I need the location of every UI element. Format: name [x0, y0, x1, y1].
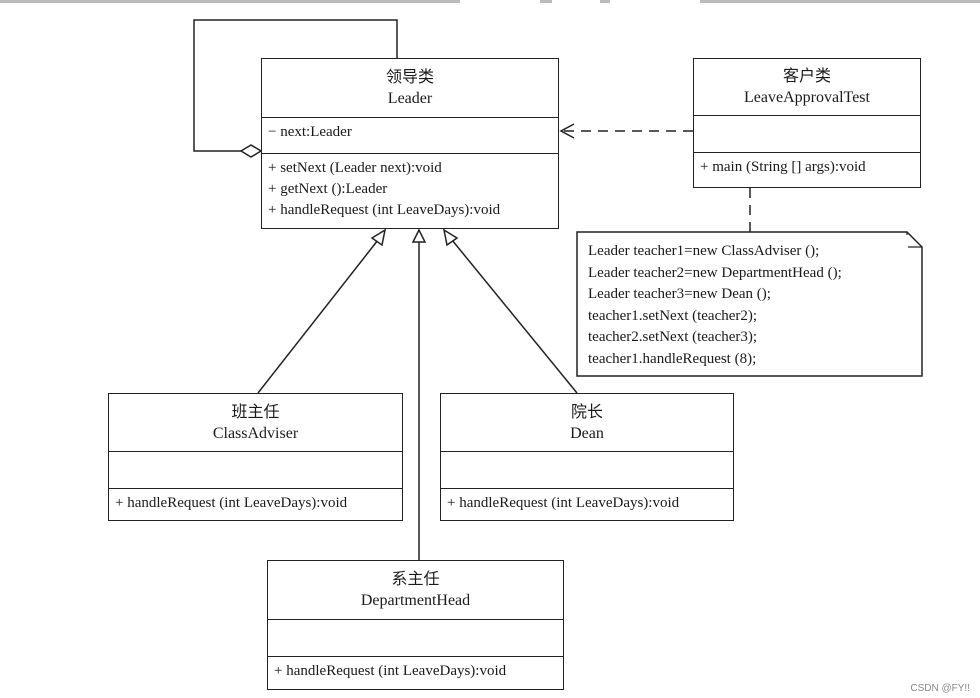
class-leader-name-cn: 领导类: [385, 69, 434, 86]
class-departmenthead-name-cn: 系主任: [391, 571, 440, 588]
operation-main: + main (String [] args):void: [700, 159, 866, 175]
class-dean-attributes: [441, 452, 733, 489]
operation-handlerequest: + handleRequest (int LeaveDays):void: [115, 495, 348, 511]
class-dean: 院长 Dean + handleRequest (int LeaveDays):…: [440, 393, 734, 521]
operation-getnext: + getNext ():Leader: [268, 181, 388, 197]
generalization-arrowhead-departmenthead: [411, 228, 427, 243]
class-leader-title: 领导类 Leader: [262, 59, 558, 118]
generalization-line-classadviser: [257, 239, 379, 394]
note-line: Leader teacher3=new Dean ();: [588, 286, 771, 303]
note-line: teacher1.setNext (teacher2);: [588, 307, 758, 324]
class-classadviser-operations: + handleRequest (int LeaveDays):void: [109, 489, 402, 518]
class-classadviser-name-cn: 班主任: [231, 403, 280, 421]
self-aggregation-line: [193, 19, 398, 152]
attribute-next: − next:Leader: [268, 124, 352, 140]
class-departmenthead-operations: + handleRequest (int LeaveDays):void: [268, 657, 563, 686]
class-departmenthead-title: 系主任 DepartmentHead: [268, 561, 563, 620]
operation-setnext: + setNext (Leader next):void: [268, 160, 442, 176]
class-leader-name-en: Leader: [387, 90, 433, 107]
note-line: teacher1.handleRequest (8);: [588, 350, 757, 367]
note-line: Leader teacher1=new ClassAdviser ();: [588, 243, 820, 259]
class-client-title: 客户类 LeaveApprovalTest: [694, 59, 920, 116]
class-classadviser-attributes: [109, 452, 402, 489]
aggregation-diamond: [239, 144, 263, 158]
class-classadviser: 班主任 ClassAdviser + handleRequest (int Le…: [108, 393, 403, 521]
class-client-attributes: [694, 116, 920, 153]
operation-handlerequest: + handleRequest (int LeaveDays):void: [268, 202, 501, 218]
class-classadviser-title: 班主任 ClassAdviser: [109, 394, 402, 452]
class-client: 客户类 LeaveApprovalTest + main (String [] …: [693, 58, 921, 188]
class-leader-operations: + setNext (Leader next):void + getNext (…: [262, 154, 558, 225]
class-dean-title: 院长 Dean: [441, 394, 733, 452]
operation-handlerequest: + handleRequest (int LeaveDays):void: [274, 663, 507, 679]
class-departmenthead-name-en: DepartmentHead: [360, 592, 471, 609]
generalization-line-dean: [451, 239, 578, 394]
class-classadviser-name-en: ClassAdviser: [212, 424, 299, 442]
cropped-text-strip: [0, 0, 980, 3]
class-leader-attributes: − next:Leader: [262, 118, 558, 154]
class-client-operations: + main (String [] args):void: [694, 153, 920, 182]
class-departmenthead-attributes: [268, 620, 563, 657]
note-line: teacher2.setNext (teacher3);: [588, 329, 758, 346]
note-line: Leader teacher2=new DepartmentHead ();: [588, 264, 842, 281]
class-departmenthead: 系主任 DepartmentHead + handleRequest (int …: [267, 560, 564, 690]
class-client-name-cn: 客户类: [782, 68, 831, 85]
operation-handlerequest: + handleRequest (int LeaveDays):void: [447, 495, 680, 511]
code-note: Leader teacher1=new ClassAdviser (); Lea…: [578, 235, 908, 375]
watermark: CSDN @FY!!: [910, 683, 970, 694]
generalization-arrowhead-dean: [442, 228, 459, 247]
generalization-arrowhead-classadviser: [370, 228, 387, 247]
dependency-arrowhead: [559, 123, 575, 139]
class-client-name-en: LeaveApprovalTest: [744, 89, 870, 106]
class-dean-name-cn: 院长: [570, 403, 603, 421]
class-dean-name-en: Dean: [570, 424, 604, 442]
class-dean-operations: + handleRequest (int LeaveDays):void: [441, 489, 733, 518]
class-leader: 领导类 Leader − next:Leader + setNext (Lead…: [261, 58, 559, 229]
